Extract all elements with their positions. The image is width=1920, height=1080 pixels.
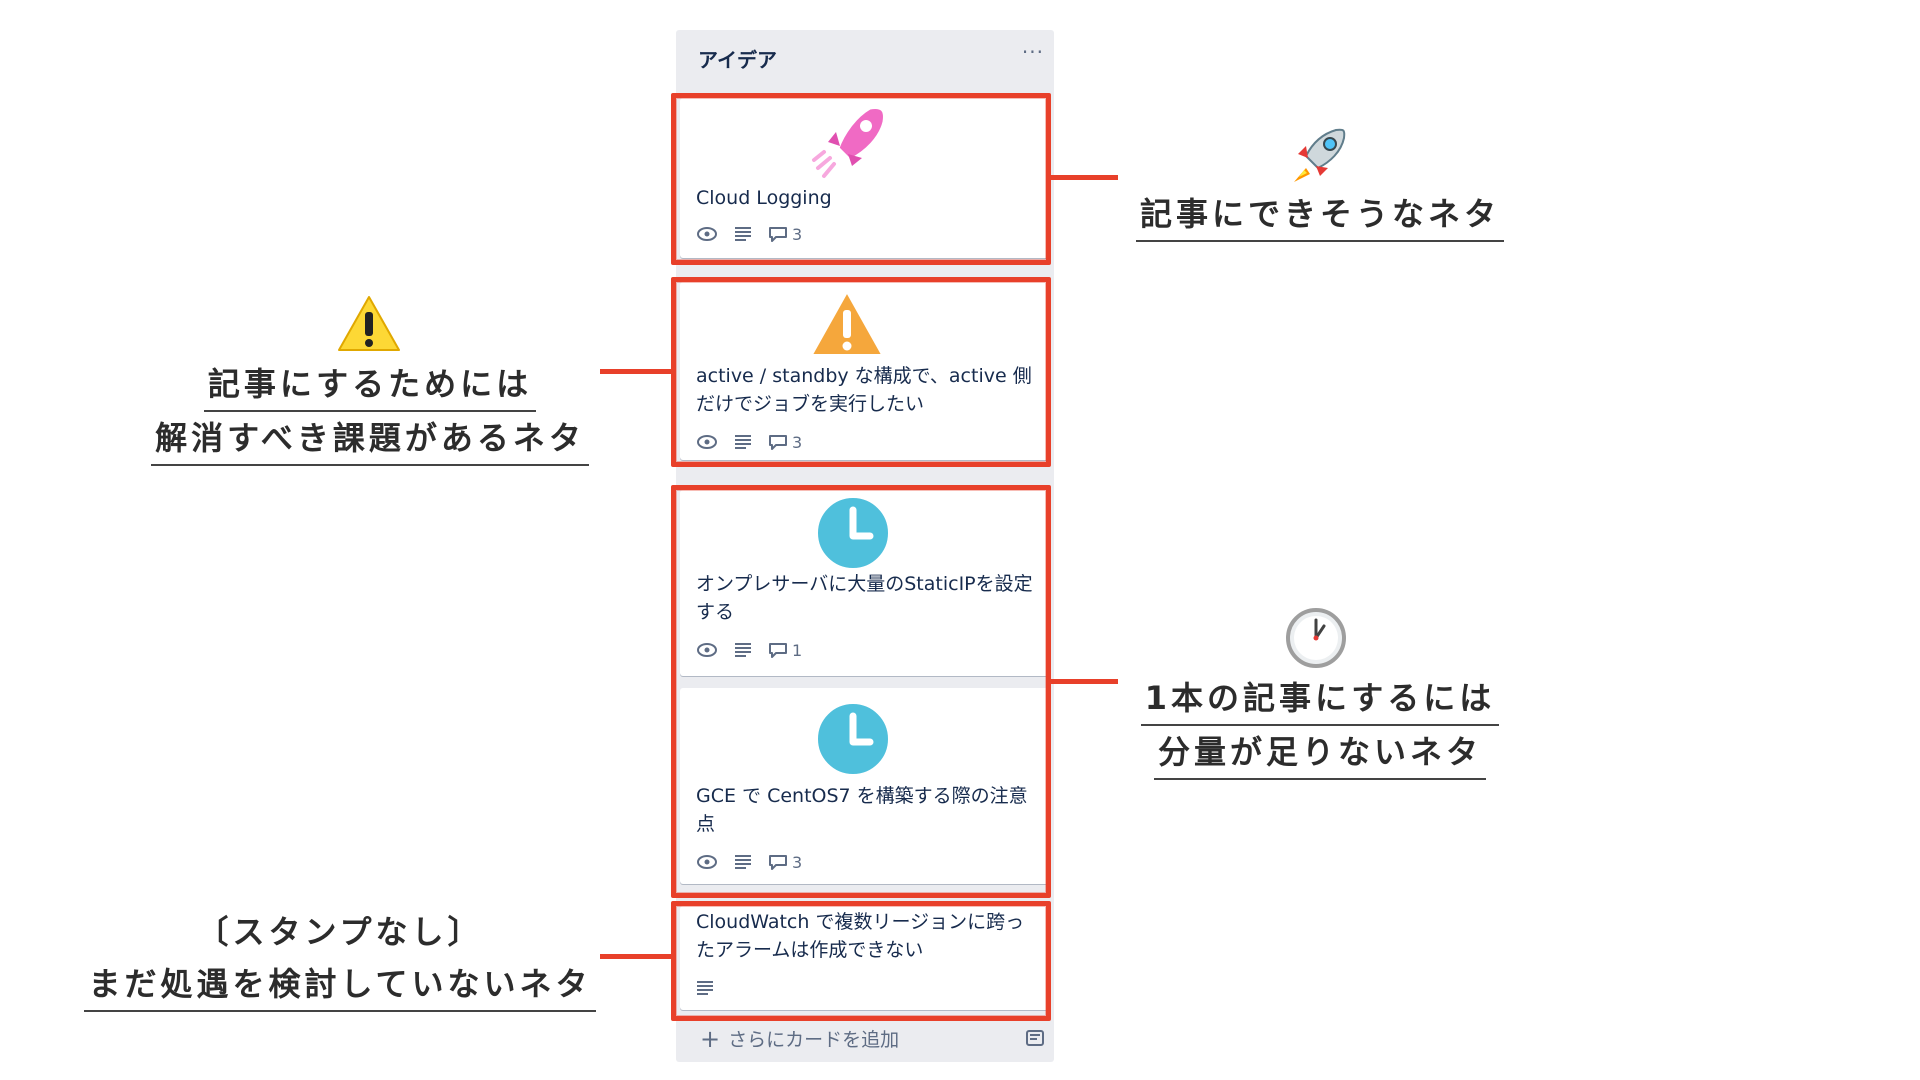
comment-icon (769, 435, 787, 450)
comment-icon (769, 855, 787, 870)
comment-icon (769, 643, 787, 658)
add-card-button[interactable]: + さらにカードを追加 (700, 1025, 899, 1052)
description-icon (697, 981, 713, 995)
connector-warning (600, 369, 671, 374)
clock-sticker (814, 700, 892, 778)
description-icon (735, 643, 751, 657)
card-template-icon[interactable] (1025, 1028, 1045, 1048)
eye-icon (697, 855, 717, 869)
card-gce-centos7[interactable]: GCE で CentOS7 を構築する際の注意点 3 (680, 688, 1050, 884)
annotation-warning: 記事にするためには 解消すべき課題があるネタ (130, 358, 610, 466)
card-active-standby[interactable]: active / standby な構成で、active 側だけでジョブを実行し… (680, 282, 1050, 460)
card-badges: 3 (696, 850, 802, 874)
annotation-rocket: 記事にできそうなネタ (1110, 188, 1530, 242)
comment-badge: 3 (768, 853, 802, 872)
description-icon (735, 435, 751, 449)
highlight-frame-warning (671, 277, 1051, 467)
annotation-clock-line-2: 分量が足りないネタ (1153, 726, 1486, 780)
list-title[interactable]: アイデア (698, 48, 777, 72)
plus-icon: + (700, 1024, 721, 1053)
card-cloudwatch[interactable]: CloudWatch で複数リージョンに跨ったアラームは作成できない (680, 906, 1050, 1010)
add-card-label: さらにカードを追加 (728, 1029, 900, 1051)
annotation-rocket-line: 記事にできそうなネタ (1135, 188, 1504, 242)
comment-count: 1 (792, 640, 803, 660)
connector-rocket (1046, 175, 1118, 180)
card-title: オンプレサーバに大量のStaticIPを設定する (696, 573, 1033, 623)
highlight-frame-clock (671, 485, 1051, 898)
warning-icon (338, 296, 400, 351)
card-badges: 3 (696, 430, 802, 454)
comment-count: 3 (792, 432, 803, 452)
comment-count: 3 (792, 852, 803, 872)
comment-badge: 1 (768, 641, 802, 660)
annotation-none-line-1: 〔スタンプなし〕 (196, 913, 484, 951)
comment-count: 3 (792, 224, 803, 244)
annotation-warning-line-2: 解消すべき課題があるネタ (151, 412, 589, 466)
list-menu-button[interactable]: ··· (1021, 40, 1044, 64)
eye-icon (697, 227, 717, 241)
card-badges: 1 (696, 638, 802, 662)
card-badges: 3 (696, 222, 802, 246)
card-title: active / standby な構成で、active 側だけでジョブを実行し… (696, 365, 1032, 415)
annotation-clock-line-1: 1本の記事にするには (1140, 672, 1500, 726)
annotation-none: 〔スタンプなし〕 まだ処遇を検討していないネタ (70, 906, 610, 1012)
card-badges (696, 976, 714, 1000)
card-title: Cloud Logging (696, 187, 832, 209)
warning-sticker (808, 288, 886, 358)
card-title: CloudWatch で複数リージョンに跨ったアラームは作成できない (696, 911, 1025, 961)
highlight-frame-none (671, 901, 1051, 1021)
comment-badge: 3 (768, 433, 802, 452)
eye-icon (697, 435, 717, 449)
card-cloud-logging[interactable]: Cloud Logging 3 (680, 98, 1050, 258)
description-icon (735, 227, 751, 241)
description-icon (735, 855, 751, 869)
clock-sticker (814, 494, 892, 572)
card-onprem-static-ip[interactable]: オンプレサーバに大量のStaticIPを設定する 1 (680, 490, 1050, 676)
clock-icon (1286, 608, 1346, 668)
card-title: GCE で CentOS7 を構築する際の注意点 (696, 785, 1028, 835)
rocket-icon (1294, 128, 1346, 182)
annotation-none-line-2: まだ処遇を検討していないネタ (84, 958, 596, 1012)
eye-icon (697, 643, 717, 657)
comment-badge: 3 (768, 225, 802, 244)
highlight-frame-rocket (671, 93, 1051, 265)
annotation-warning-line-1: 記事にするためには (203, 358, 537, 412)
rocket-sticker (812, 106, 886, 178)
annotation-clock: 1本の記事にするには 分量が足りないネタ (1100, 672, 1540, 780)
comment-icon (769, 227, 787, 242)
connector-clock (1046, 679, 1118, 684)
connector-none (600, 954, 671, 959)
